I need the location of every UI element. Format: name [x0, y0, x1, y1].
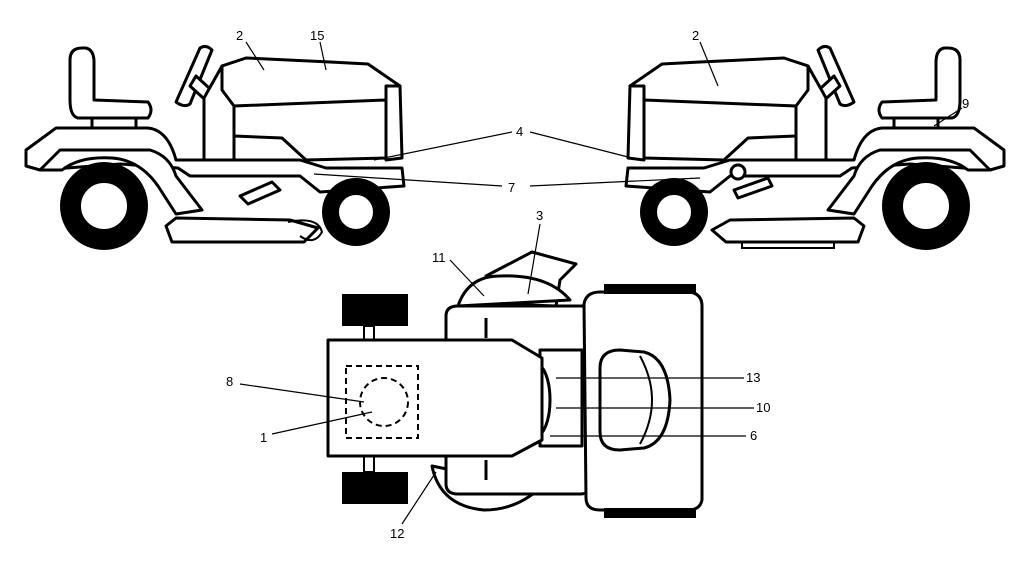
top-front-axle-top-1	[363, 325, 375, 341]
left-hood-top	[220, 56, 402, 108]
leader-3	[527, 223, 541, 295]
callout-2-left: 2	[236, 28, 243, 43]
leader-lines	[239, 41, 963, 525]
left-front-hub	[337, 193, 375, 231]
right-body	[624, 126, 1006, 194]
top-hood	[326, 338, 544, 458]
callout-4: 4	[516, 124, 523, 139]
callout-2-right: 2	[692, 28, 699, 43]
callout-12: 12	[390, 526, 404, 541]
leader-2-left	[245, 41, 265, 71]
top-rear-tire-top	[604, 284, 696, 294]
top-rear-tire-bottom	[604, 508, 696, 518]
callout-11: 11	[432, 250, 446, 265]
top-front-tire-top	[342, 294, 408, 326]
left-hood-front	[384, 84, 404, 162]
left-pedal	[238, 180, 282, 206]
leader-7-right	[529, 177, 701, 187]
callout-7: 7	[508, 180, 515, 195]
callout-13: 13	[746, 370, 760, 385]
left-body	[24, 126, 406, 194]
right-front-hub	[655, 193, 693, 231]
right-hood-front	[626, 84, 646, 162]
callout-1: 1	[260, 430, 267, 445]
right-seat	[877, 46, 962, 120]
leader-9	[933, 107, 963, 127]
right-mower-deck	[710, 216, 866, 244]
top-engine-area	[345, 365, 419, 439]
top-seat	[598, 348, 672, 452]
callout-9: 9	[962, 96, 969, 111]
leader-2-right	[699, 41, 719, 87]
leader-15	[319, 41, 327, 71]
left-deck-chute	[287, 219, 324, 242]
top-view	[326, 250, 704, 518]
leader-11	[449, 259, 485, 297]
top-front-tire-bottom	[342, 472, 408, 504]
left-mower-deck	[164, 216, 320, 244]
right-lever	[732, 176, 774, 200]
left-steering-wheel	[174, 44, 214, 108]
callout-3: 3	[536, 208, 543, 223]
right-fender	[826, 148, 992, 216]
left-rear-hub	[79, 181, 129, 231]
right-deck-skirt	[741, 241, 835, 249]
callout-6: 6	[750, 428, 757, 443]
callout-10: 10	[756, 400, 770, 415]
right-hood-top	[628, 56, 810, 108]
top-seat-back	[639, 355, 653, 445]
leader-8	[239, 383, 365, 403]
right-side-view	[624, 44, 1006, 250]
right-rear-hub	[901, 181, 951, 231]
top-front-axle-bottom-1	[363, 455, 375, 473]
leader-7-left	[313, 173, 503, 187]
callout-labels: 2 15 2 9 4 7 3 11 8 1 13 10 6 12	[226, 28, 969, 541]
leader-1	[271, 411, 373, 435]
left-side-view	[24, 44, 406, 250]
left-fender	[38, 148, 204, 216]
right-steering-wheel	[816, 44, 856, 108]
left-hood-body	[232, 98, 388, 162]
right-hood-body	[642, 98, 798, 162]
right-lever-knob	[729, 163, 747, 181]
callout-8: 8	[226, 374, 233, 389]
leader-12	[401, 471, 437, 525]
top-deck-bulge-top	[456, 274, 572, 308]
callout-15: 15	[310, 28, 324, 43]
leader-4-right	[529, 131, 633, 159]
left-seat	[68, 46, 153, 120]
leader-4-left	[373, 131, 513, 161]
